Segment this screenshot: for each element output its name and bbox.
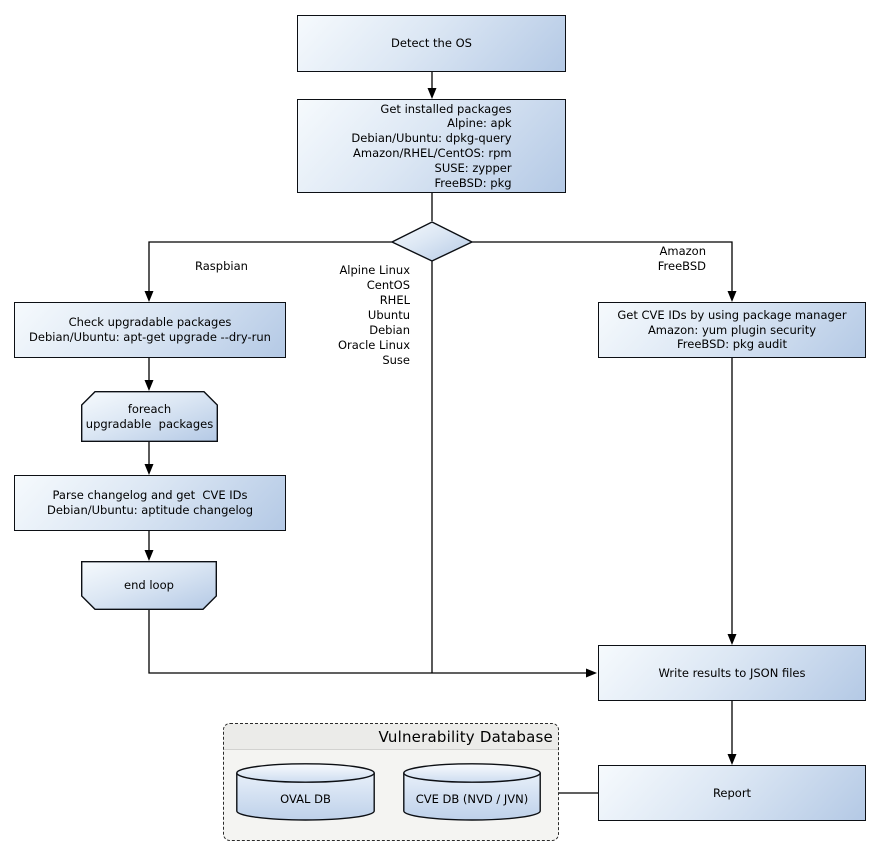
arrowhead-into-write-left [586,668,597,678]
arrowhead-into-foreach [144,380,154,391]
edge-diamond-to-amazon-branch [472,241,733,292]
edge-diamond-to-raspbian-branch [148,241,392,292]
edge-label-os-list: Alpine Linux CentOS RHEL Ubuntu Debian O… [337,263,410,367]
node-parse-changelog-label: Parse changelog and get CVE IDs Debian/U… [47,488,253,517]
arrowhead-into-write-top [727,634,737,645]
node-end-loop-shape [81,561,217,610]
vulnerability-database-group: Vulnerability Database [223,723,559,841]
arrowhead-into-endloop [144,550,154,561]
edge-label-raspbian: Raspbian [195,259,248,273]
node-write-results-label: Write results to JSON files [658,665,806,680]
node-detect-os-label: Detect the OS [391,36,472,51]
decision-diamond [390,221,474,262]
node-get-cve-ids-pkg-manager: Get CVE IDs by using package manager Ama… [598,302,866,358]
node-write-results: Write results to JSON files [598,645,866,701]
node-get-installed-packages: Get installed packages Alpine: apk Debia… [297,99,566,193]
edge-endloop-to-write [148,610,587,674]
node-check-upgradable-label: Check upgradable packages Debian/Ubuntu:… [29,315,271,344]
node-get-installed-packages-label: Get installed packages Alpine: apk Debia… [351,101,512,190]
node-get-cve-ids-pkg-manager-label: Get CVE IDs by using package manager Ama… [617,307,847,352]
node-parse-changelog: Parse changelog and get CVE IDs Debian/U… [14,475,286,531]
arrowhead-into-report [727,754,737,765]
node-check-upgradable: Check upgradable packages Debian/Ubuntu:… [14,302,286,358]
node-foreach-shape [81,391,218,442]
arrowhead-into-parse [144,464,154,475]
edge-label-amazon-freebsd: Amazon FreeBSD [657,244,706,273]
node-report: Report [598,765,866,821]
node-detect-os: Detect the OS [297,15,566,72]
oval-db-cylinder [236,763,375,821]
vulnerability-database-title: Vulnerability Database [224,724,558,750]
cve-db-cylinder [403,763,541,821]
arrowhead-into-packages [427,88,437,99]
node-report-label: Report [712,785,752,800]
arrowhead-into-getcve [727,291,737,302]
arrowhead-into-check [144,291,154,302]
